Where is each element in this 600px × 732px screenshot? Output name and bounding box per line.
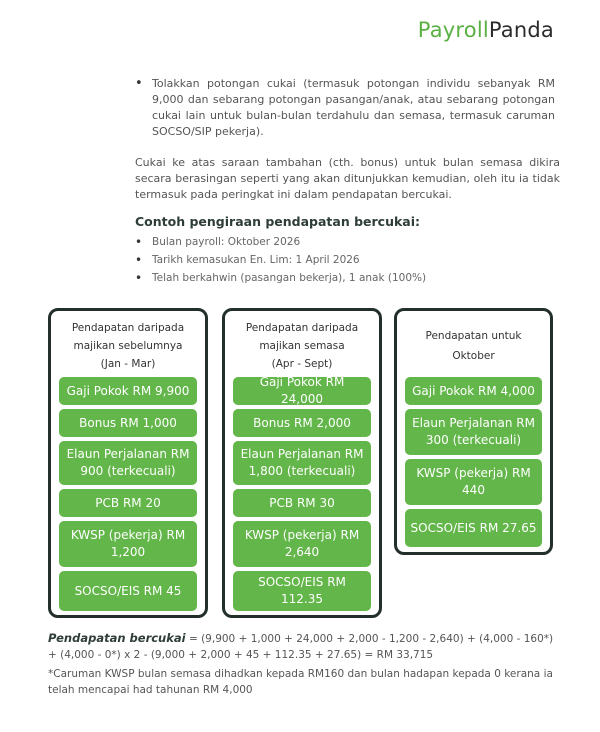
income-box: Elaun Perjalanan RM 300 (terkecuali) (405, 409, 542, 455)
logo-text-payroll: Payroll (417, 18, 489, 42)
income-box: Elaun Perjalanan RM 900 (terkecuali) (59, 441, 197, 485)
column-heading: Pendapatan daripada majikan semasa (Apr … (245, 322, 359, 370)
bullet-icon: • (135, 76, 143, 91)
income-box: KWSP (pekerja) RM 1,200 (59, 521, 197, 567)
current-employer-income-column: Pendapatan daripada majikan semasa (Apr … (222, 308, 382, 618)
taxable-income-formula: Pendapatan bercukai = (9,900 + 1,000 + 2… (48, 630, 556, 663)
formula-text: = (9,900 + 1,000 + 24,000 + 2,000 - 1,20… (48, 633, 554, 661)
logo-text-panda: Panda (488, 18, 554, 42)
list-item: •Telah berkahwin (pasangan bekerja), 1 a… (135, 271, 427, 285)
previous-employer-income-column: Pendapatan daripada majikan sebelumnya (… (48, 308, 208, 618)
income-box: Elaun Perjalanan RM 1,800 (terkecuali) (233, 441, 371, 485)
income-box: SOCSO/EIS RM 27.65 (405, 509, 542, 547)
income-box: SOCSO/EIS RM 45 (59, 571, 197, 611)
additional-remuneration-paragraph: Cukai ke atas saraan tambahan (cth. bonu… (135, 156, 560, 201)
list-item: •Bulan payroll: Oktober 2026 (135, 235, 301, 249)
income-box: Gaji Pokok RM 24,000 (233, 375, 371, 406)
bullet-icon: • (135, 271, 143, 285)
column-heading: Pendapatan untuk Oktober (425, 330, 522, 362)
income-box: SOCSO/EIS RM 112.35 (233, 571, 371, 611)
formula-label: Pendapatan bercukai (48, 631, 186, 645)
bullet-text: Tolakkan potongan cukai (termasuk potong… (152, 77, 555, 138)
example-list: •Bulan payroll: Oktober 2026 •Tarikh kem… (135, 234, 515, 288)
bullet-icon: • (135, 235, 143, 249)
column-heading: Pendapatan daripada majikan sebelumnya (… (71, 322, 185, 370)
income-box: Gaji Pokok RM 9,900 (59, 377, 197, 405)
payrollpanda-logo: PayrollPanda (418, 18, 554, 42)
income-box: Gaji Pokok RM 4,000 (405, 377, 542, 405)
list-item: •Tarikh kemasukan En. Lim: 1 April 2026 (135, 253, 360, 267)
income-box: Bonus RM 1,000 (59, 409, 197, 437)
bullet-tax-deductions: • Tolakkan potongan cukai (termasuk poto… (135, 76, 555, 140)
income-box: PCB RM 20 (59, 489, 197, 517)
income-box: Bonus RM 2,000 (233, 409, 371, 437)
october-income-column: Pendapatan untuk Oktober Gaji Pokok RM 4… (394, 308, 553, 555)
income-box: KWSP (pekerja) RM 440 (405, 459, 542, 505)
income-box: KWSP (pekerja) RM 2,640 (233, 521, 371, 567)
bullet-icon: • (135, 253, 143, 267)
footnote: *Caruman KWSP bulan semasa dihadkan kepa… (48, 668, 553, 696)
income-box: PCB RM 30 (233, 489, 371, 517)
example-title: Contoh pengiraan pendapatan bercukai: (135, 214, 420, 229)
